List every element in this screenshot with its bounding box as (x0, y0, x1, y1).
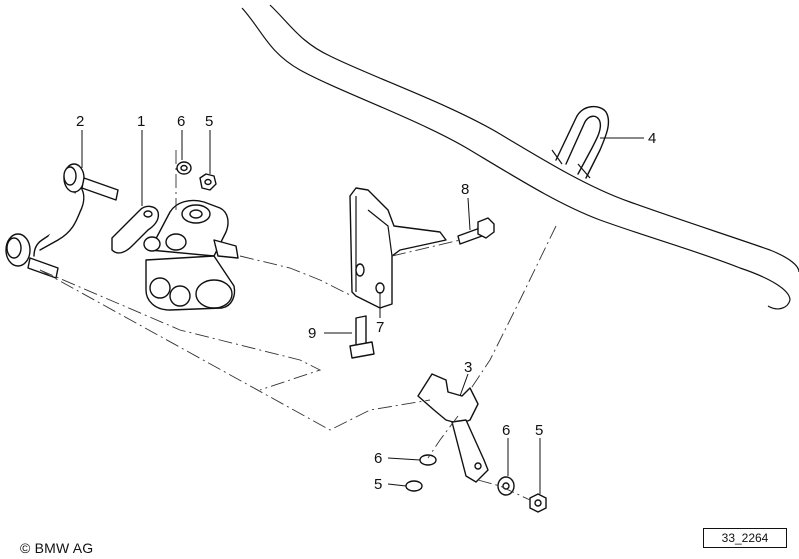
washer-bottom-right (497, 476, 515, 496)
callout-5-bottom-left: 5 (374, 476, 382, 493)
callout-2: 2 (76, 113, 84, 130)
copyright-notice: © BMW AG (20, 540, 94, 556)
retaining-clip (111, 205, 160, 254)
callout-1: 1 (137, 113, 145, 130)
stabilizer-bar (241, 4, 799, 310)
callout-9: 9 (308, 325, 316, 342)
callout-5-top: 5 (205, 113, 213, 130)
callout-5-bottom-right: 5 (535, 422, 543, 439)
callout-6-bottom-left: 6 (374, 450, 382, 467)
washer-top (176, 161, 192, 175)
nut-bottom-right (529, 493, 547, 513)
u-bolt (551, 105, 610, 179)
level-control-valve (143, 199, 239, 311)
callout-4: 4 (648, 130, 656, 147)
callout-8: 8 (461, 181, 469, 198)
reference-code: 33_2264 (703, 528, 787, 548)
hex-bolt-8 (457, 217, 495, 245)
lever-bracket (417, 373, 489, 483)
leader-lines (81, 130, 644, 494)
coupling-rod (5, 163, 119, 279)
nut-top (199, 173, 217, 191)
mounting-bracket (349, 187, 447, 309)
washer-bottom-left (419, 454, 437, 466)
hex-bolt-9 (349, 315, 375, 359)
assembly-lines (39, 150, 557, 501)
callout-7: 7 (376, 319, 384, 336)
callout-6-top: 6 (177, 113, 185, 130)
callout-6-bottom-right: 6 (502, 422, 510, 439)
pin-bottom-left (405, 480, 423, 492)
callout-3: 3 (464, 359, 472, 376)
